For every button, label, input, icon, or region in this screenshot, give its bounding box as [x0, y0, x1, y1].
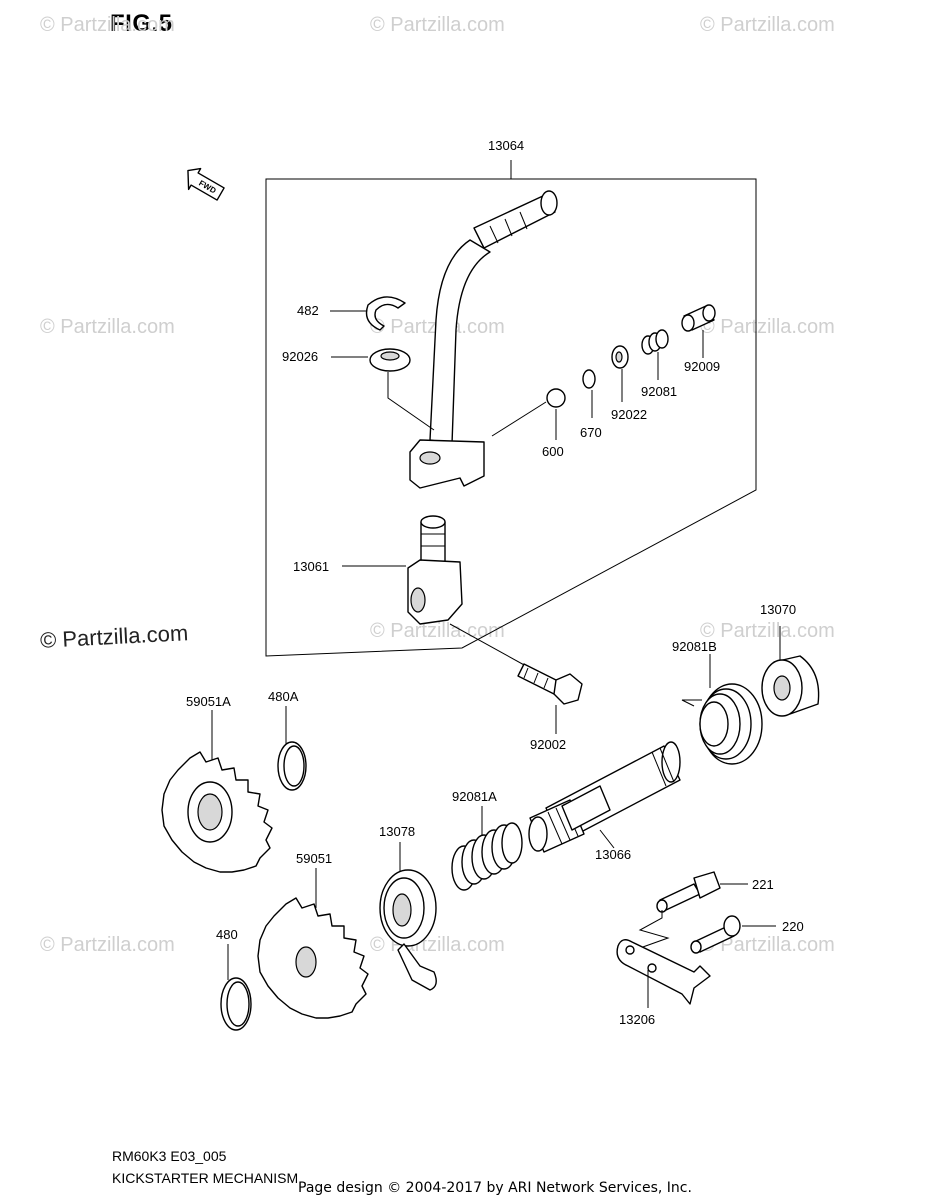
- watermark: © Partzilla.com: [700, 316, 835, 338]
- copyright-notice: Page design © 2004-2017 by ARI Network S…: [298, 1180, 692, 1196]
- fwd-arrow-icon: FWD: [187, 167, 225, 201]
- part-label-480[interactable]: 480: [216, 927, 238, 942]
- part-label-92081[interactable]: 92081: [641, 384, 677, 399]
- part-label-13078[interactable]: 13078: [379, 824, 415, 839]
- part-label-92081A[interactable]: 92081A: [452, 789, 497, 804]
- part-label-92081B[interactable]: 92081B: [672, 639, 717, 654]
- figure-name: KICKSTARTER MECHANISM: [112, 1170, 299, 1186]
- part-13061[interactable]: 13061: [293, 515, 527, 667]
- part-label-670[interactable]: 670: [580, 425, 602, 440]
- part-label-482[interactable]: 482: [297, 303, 319, 318]
- part-92026[interactable]: 92026: [282, 348, 435, 431]
- part-label-59051[interactable]: 59051: [296, 851, 332, 866]
- watermark: © Partzilla.com: [700, 14, 835, 36]
- part-13070[interactable]: 13070: [760, 602, 820, 717]
- watermark: © Partzilla.com: [40, 316, 175, 338]
- part-label-92022[interactable]: 92022: [611, 407, 647, 422]
- part-13078[interactable]: 13078: [379, 824, 437, 991]
- watermark: © Partzilla.com: [40, 14, 175, 36]
- part-label-220[interactable]: 220: [782, 919, 804, 934]
- part-label-221[interactable]: 221: [752, 877, 774, 892]
- part-92081[interactable]: 92081: [641, 329, 677, 399]
- part-13066[interactable]: 13066: [528, 741, 681, 862]
- part-670[interactable]: 670: [580, 369, 602, 440]
- part-13206[interactable]: 13206: [616, 910, 711, 1027]
- part-label-13206[interactable]: 13206: [619, 1012, 655, 1027]
- kick-lever[interactable]: [409, 190, 558, 489]
- figure-code: RM60K3 E03_005: [112, 1148, 227, 1164]
- part-92081A[interactable]: 92081A: [451, 789, 523, 891]
- part-label-92009[interactable]: 92009: [684, 359, 720, 374]
- watermark: © Partzilla.com: [700, 934, 835, 956]
- part-221[interactable]: 221: [656, 871, 774, 913]
- part-480A[interactable]: 480A: [268, 689, 307, 791]
- part-label-92026[interactable]: 92026: [282, 349, 318, 364]
- part-92081B[interactable]: 92081B: [672, 639, 763, 765]
- part-220[interactable]: 220: [690, 915, 804, 954]
- part-480[interactable]: 480: [216, 927, 252, 1031]
- part-label-13061[interactable]: 13061: [293, 559, 329, 574]
- part-59051A[interactable]: 59051A: [161, 694, 273, 873]
- part-label-92002[interactable]: 92002: [530, 737, 566, 752]
- part-59051[interactable]: 59051: [257, 851, 369, 1019]
- part-600[interactable]: 600: [491, 388, 566, 459]
- part-92002[interactable]: 92002: [517, 663, 583, 752]
- figure-title: FIG.5: [110, 10, 173, 37]
- part-label-59051A[interactable]: 59051A: [186, 694, 231, 709]
- part-92009[interactable]: 92009: [681, 304, 720, 374]
- part-label-13066[interactable]: 13066: [595, 847, 631, 862]
- part-92022[interactable]: 92022: [611, 345, 647, 422]
- part-label-600[interactable]: 600: [542, 444, 564, 459]
- part-label-480A[interactable]: 480A: [268, 689, 299, 704]
- watermark: © Partzilla.com: [40, 934, 175, 956]
- watermark: © Partzilla.com: [700, 620, 835, 642]
- watermark: © Partzilla.com: [370, 620, 505, 642]
- part-482[interactable]: 482: [297, 296, 406, 331]
- part-label-13064[interactable]: 13064: [488, 138, 524, 153]
- assembly-box-13064: 13064: [265, 138, 757, 657]
- watermark: © Partzilla.com: [370, 14, 505, 36]
- part-label-13070[interactable]: 13070: [760, 602, 796, 617]
